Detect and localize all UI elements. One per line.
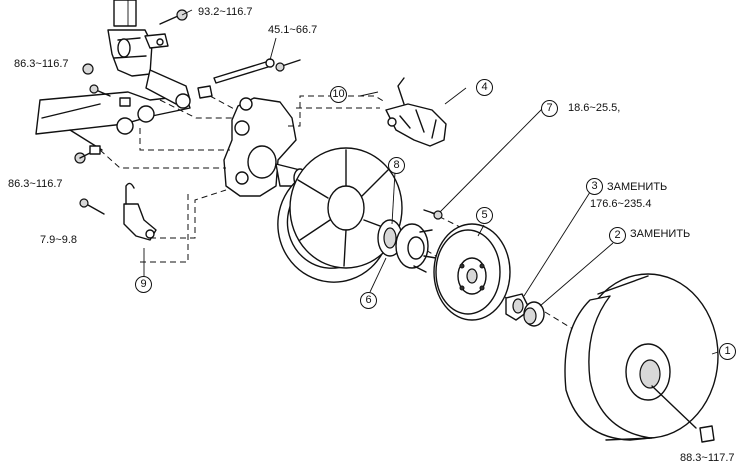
callout-bolt: 7 [541,100,558,117]
upper-bracket [144,33,169,49]
dust-shield [277,147,403,283]
hub-bearing [377,219,437,273]
long-bolt-torque-label: 45.1~66.7 [268,24,318,36]
strut-bolt-torque-label: 93.2~116.7 [198,6,253,18]
wheel [564,273,719,443]
lower-link-torque-label: 86.3~116.7 [8,178,63,190]
callout-dust-shield: 8 [388,157,405,174]
hub-nut-torque-label: 176.6~235.4 [590,198,652,210]
callout-knuckle: 10 [330,86,347,103]
callout-hub: 6 [360,292,377,309]
replace-cap-note: ЗАМЕНИТЬ [630,228,691,240]
strut-assembly [107,0,153,77]
abs-bolt-torque-label: 7.9~9.8 [40,234,78,246]
hub-cap [523,301,545,327]
callout-wheel: 1 [719,343,736,360]
callout-hub-nut: 3 [586,178,603,195]
caliper [385,77,447,147]
brake-disc [433,223,511,321]
lateral-links [35,69,191,151]
abs-sensor [79,182,157,241]
strut-upper-bolt [159,9,188,25]
replace-nut-note: ЗАМЕНИТЬ [607,181,668,193]
knuckle [223,97,307,197]
callout-abs-sensor: 9 [135,276,152,293]
caliper-bolt-torque-label: 18.6~25.5, [568,102,621,114]
wheel-nut-torque-label: 88.3~117.7 [680,452,735,464]
caliper-bolt [423,209,443,220]
leader-lines [143,9,719,355]
callout-caliper: 4 [476,79,493,96]
upper-link-torque-label: 86.3~116.7 [14,58,69,70]
callout-cap: 2 [609,227,626,244]
knuckle-long-bolt [197,58,301,99]
link-bolts-left [74,63,131,164]
callout-disc: 5 [476,207,493,224]
